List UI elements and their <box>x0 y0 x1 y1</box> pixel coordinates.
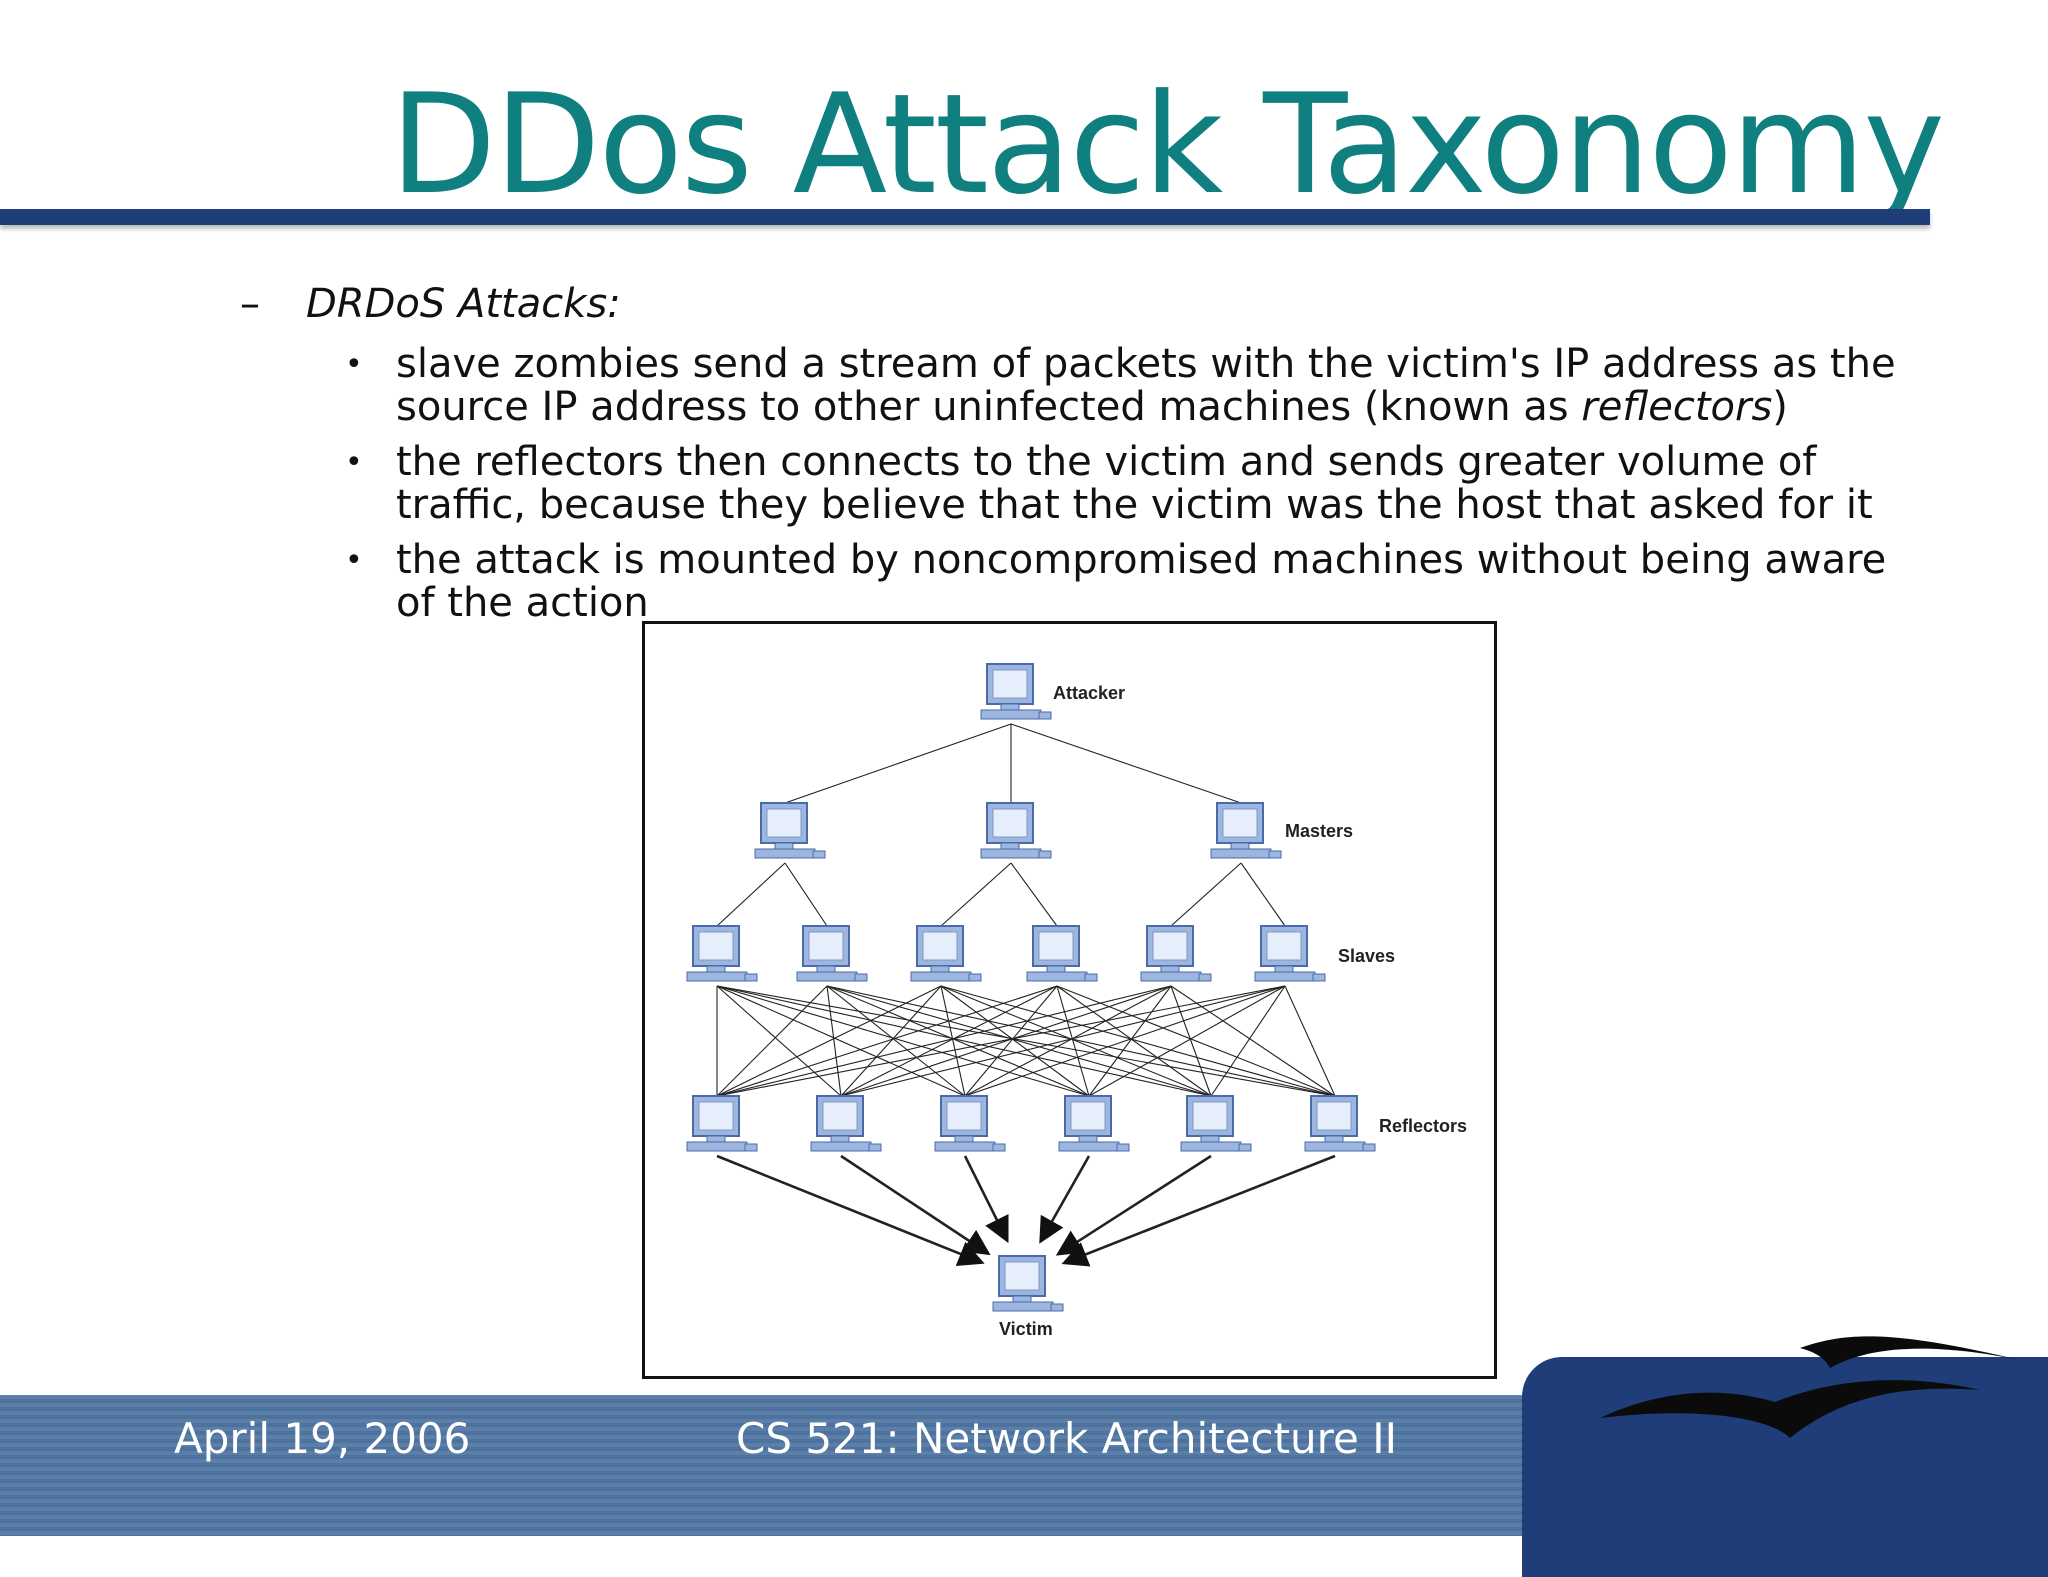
reflector-victim-arrow <box>840 1154 991 1256</box>
slave-reflector-link <box>964 985 1286 1097</box>
slave-reflector-link <box>716 985 942 1097</box>
slave-reflector-link <box>826 985 966 1097</box>
drdos-diagram: Attacker Masters Slaves Reflectors Victi… <box>642 621 1497 1379</box>
slave-reflector-link <box>716 985 966 1097</box>
slave-reflector-link <box>716 985 1058 1097</box>
reflectors-label: Reflectors <box>1379 1116 1467 1136</box>
slave-reflector-link <box>964 985 1172 1097</box>
slave-reflector-link <box>716 985 842 1097</box>
slave-reflector-link <box>1088 985 1286 1097</box>
bullet-dot: • <box>345 347 363 382</box>
slave-reflector-link <box>840 985 1058 1097</box>
slave-reflector-link <box>1056 985 1212 1097</box>
slave-reflector-link <box>716 985 828 1097</box>
slave-computer-icon <box>1254 925 1326 982</box>
victim-label: Victim <box>999 1319 1053 1339</box>
slave-reflector-link <box>1056 985 1336 1097</box>
bullet-dot: • <box>345 543 363 578</box>
slave-reflector-link <box>1170 985 1212 1097</box>
slave-reflector-link <box>940 985 1336 1097</box>
slaves-label: Slaves <box>1338 946 1395 966</box>
master-slave-link <box>1010 862 1058 927</box>
reflector-computer-icon <box>1180 1095 1252 1152</box>
master-slave-link <box>1170 862 1242 927</box>
slide-title: DDos Attack Taxonomy <box>390 64 1945 225</box>
slave-reflector-link <box>826 985 842 1097</box>
slave-reflector-link <box>840 985 942 1097</box>
reflector-computer-icon <box>1304 1095 1376 1152</box>
reflector-victim-arrow <box>1061 1154 1336 1267</box>
master-computer-icon <box>1210 802 1282 859</box>
reflector-computer-icon <box>686 1095 758 1152</box>
slave-reflector-link <box>1170 985 1336 1097</box>
attacker-master-link <box>784 723 1012 804</box>
reflector-computer-icon <box>810 1095 882 1152</box>
footer-date: April 19, 2006 <box>174 1414 471 1463</box>
slave-reflector-link <box>1088 985 1172 1097</box>
master-slave-link <box>716 862 786 927</box>
master-slave-link <box>940 862 1012 927</box>
bullet-text: the reflectors then connects to the vict… <box>396 439 1873 528</box>
slave-reflector-link <box>840 985 1286 1097</box>
slave-reflector-link <box>840 985 1172 1097</box>
reflector-victim-arrow <box>1055 1154 1212 1256</box>
slave-reflector-link <box>1284 985 1336 1097</box>
slave-computer-icon <box>1026 925 1098 982</box>
slave-computer-icon <box>1140 925 1212 982</box>
reflector-computer-icon <box>1058 1095 1130 1152</box>
diagram-canvas: Attacker Masters Slaves Reflectors Victi… <box>686 663 1467 1339</box>
slave-reflector-link <box>964 985 1058 1097</box>
bullet-text-main: slave zombies send a stream of packets w… <box>396 341 1896 430</box>
title-rule <box>0 209 1930 225</box>
seagull-logo-icon <box>1600 1336 2020 1438</box>
attacker-master-link <box>1010 723 1242 804</box>
slave-reflector-link <box>826 985 1212 1097</box>
bullet-text: the attack is mounted by noncompromised … <box>396 537 1887 626</box>
subheading-text: DRDoS Attacks: <box>306 281 621 327</box>
master-computer-icon <box>754 802 826 859</box>
slave-reflector-link <box>940 985 1212 1097</box>
masters-label: Masters <box>1285 821 1353 841</box>
slave-reflector-link <box>940 985 1090 1097</box>
slave-reflector-link <box>940 985 966 1097</box>
reflector-computer-icon <box>934 1095 1006 1152</box>
slave-computer-icon <box>796 925 868 982</box>
master-computer-icon <box>980 802 1052 859</box>
bullet-text-italic: reflectors <box>1581 384 1773 430</box>
slave-computer-icon <box>686 925 758 982</box>
slave-reflector-link <box>716 985 1172 1097</box>
bullet-dot: • <box>345 445 363 480</box>
slave-computer-icon <box>910 925 982 982</box>
master-slave-link <box>1240 862 1286 927</box>
slave-reflector-link <box>826 985 1090 1097</box>
slave-reflector-link <box>826 985 1336 1097</box>
subheading: –DRDoS Attacks: <box>240 283 621 326</box>
master-slave-link <box>784 862 828 927</box>
reflector-victim-arrow <box>963 1155 1009 1244</box>
victim-computer-icon <box>992 1255 1064 1312</box>
attacker-computer-icon <box>980 663 1052 720</box>
slave-reflector-link <box>716 985 1090 1097</box>
bullet-text: slave zombies send a stream of packets w… <box>396 343 1916 429</box>
bullet-text-tail: ) <box>1772 384 1788 430</box>
footer-course: CS 521: Network Architecture II <box>736 1414 1397 1463</box>
slave-reflector-link <box>1210 985 1286 1097</box>
slave-reflector-link <box>1056 985 1090 1097</box>
slave-reflector-link <box>716 985 1286 1097</box>
slave-reflector-link <box>716 985 1336 1097</box>
slave-reflector-link <box>716 985 1212 1097</box>
reflector-victim-arrow <box>1039 1155 1091 1244</box>
attacker-label: Attacker <box>1053 683 1125 703</box>
dash-marker: – <box>240 281 260 327</box>
reflector-victim-arrow <box>716 1154 985 1267</box>
